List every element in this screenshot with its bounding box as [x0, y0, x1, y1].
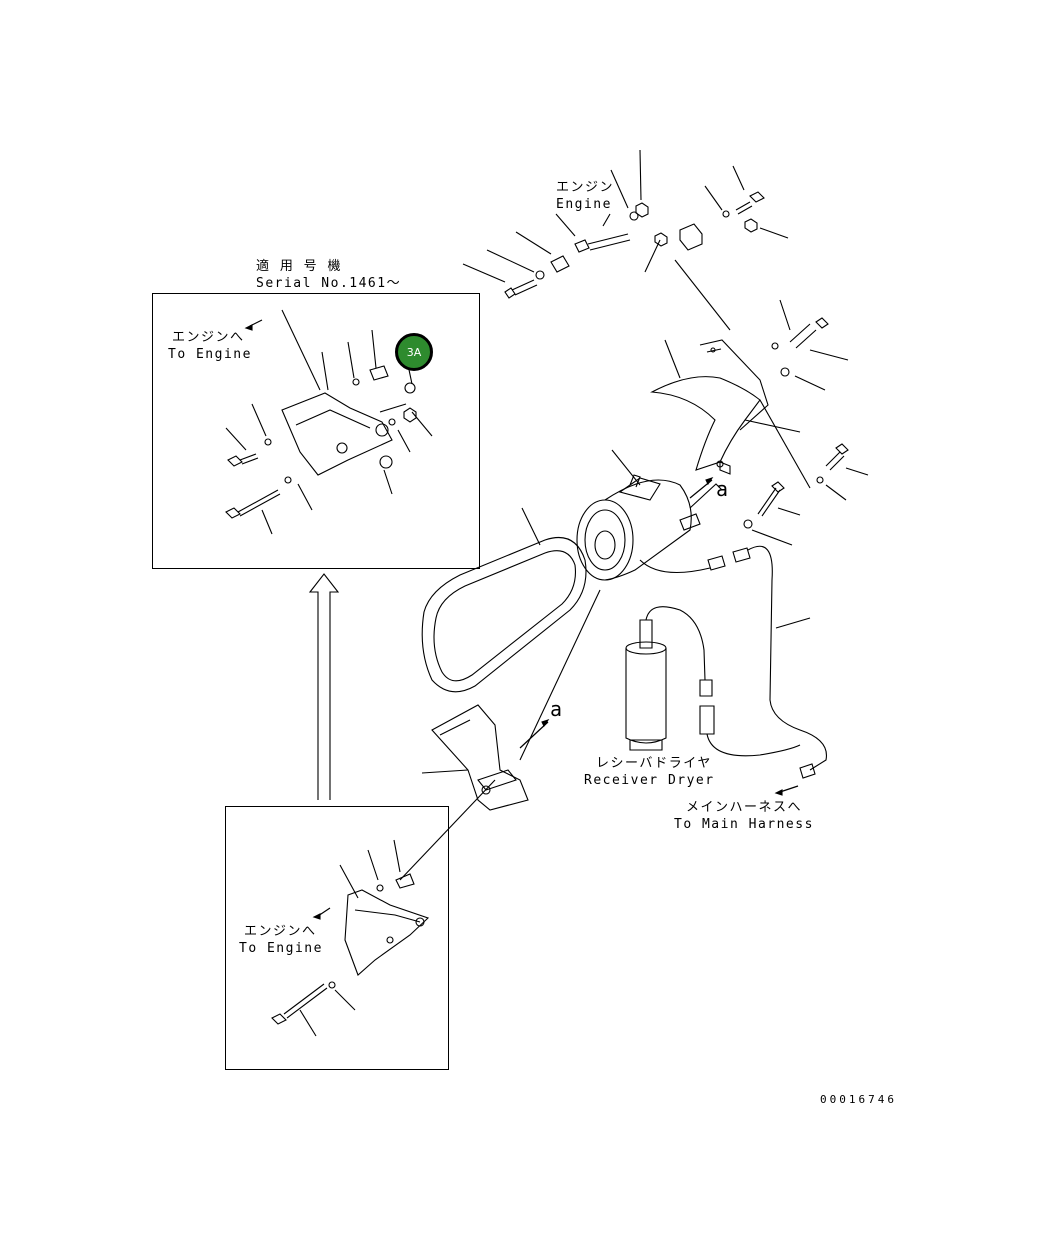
- lower-bracket: [399, 589, 601, 881]
- compressor-body: [576, 449, 724, 581]
- upper-inset-drawing: [225, 309, 433, 535]
- upper-inset-box: [152, 293, 480, 569]
- up-arrow: [308, 573, 340, 800]
- main-harness-label-jp: メインハーネスへ: [686, 800, 803, 815]
- wiring-harness: [639, 545, 828, 779]
- serial-label-jp: 適 用 号 機: [256, 259, 342, 274]
- lower-inset-drawing: [271, 839, 430, 1037]
- main-harness-label-en: To Main Harness: [674, 817, 814, 832]
- drawing-number: 00016746: [820, 1093, 897, 1106]
- to-engine-lower-label-jp: エンジンへ: [244, 924, 317, 939]
- ref-a-upper: a: [716, 477, 730, 501]
- to-engine-label-en: To Engine: [168, 347, 252, 362]
- callout-3a[interactable]: 3A: [395, 333, 433, 371]
- receiver-dryer-label-en: Receiver Dryer: [584, 773, 715, 788]
- engine-top-label-en: Engine: [556, 197, 612, 212]
- v-belt: [421, 507, 587, 693]
- receiver-dryer-label-jp: レシーバドライヤ: [596, 756, 712, 771]
- to-engine-label-jp: エンジンへ: [172, 330, 245, 345]
- to-engine-lower-label-en: To Engine: [239, 941, 323, 956]
- lower-inset-box: [225, 806, 449, 1070]
- compressor-cover: [650, 259, 849, 489]
- engine-top-label-jp: エンジン: [556, 180, 615, 195]
- serial-label-en: Serial No.1461～: [256, 276, 402, 291]
- ref-a-lower: a: [550, 697, 564, 721]
- receiver-dryer-part: [625, 619, 667, 751]
- top-bolt-group: [462, 149, 789, 299]
- right-bolt-group: [743, 443, 869, 546]
